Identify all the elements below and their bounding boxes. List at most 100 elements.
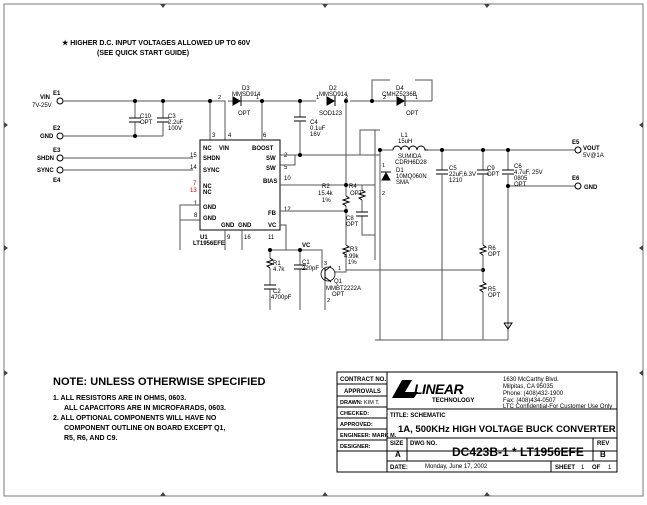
d2-pin-2: 2 [345,95,348,101]
gnd-out-label: GND [584,185,598,191]
capacitor-c3: C3 2.2uF 100V [157,114,184,132]
pin-num-16: 16 [244,235,251,241]
q1-pin-2: 2 [327,298,330,304]
pin-num-3: 3 [212,133,216,139]
diode-d3: D3 MMSD914 OPT 2 1 [218,86,261,117]
d4-value: CMHZ5236B [382,92,417,98]
pin-nc2: NC [203,184,212,190]
approvals-label: APPROVALS [344,389,381,395]
r6-ref: R6 [488,246,496,252]
sheet-number: 1 [581,465,585,471]
port-gnd-in: GND E2 [40,126,64,140]
pin-nc: NC [203,146,212,152]
r5-ref: R5 [488,287,496,293]
pin-num-13: 13 [190,188,197,194]
ic-ground-wiring [179,204,287,250]
resistor-r2: R2 15.4k 1% [318,184,351,207]
r4-ref: R4 [349,184,357,190]
c2-ref: C2 [273,289,281,295]
fax: Fax: (408)434-0507 [503,398,556,404]
contract-no-label: CONTRACT NO. [340,377,386,383]
capacitor-c4: C4 0.1uF 16V [294,116,326,138]
d4-pin-2: 2 [383,95,386,101]
pin-sw2: SW [266,166,276,172]
sheet-total: 1 [608,465,612,471]
c8-ref: C8 [346,216,354,222]
pin-shdn: SHDN [203,156,220,162]
r2-ref: R2 [322,184,330,190]
pin-nc3: NC [203,190,212,196]
l1-part-number: CDRH6D28 [395,160,427,166]
engineer-label: ENGINEER: MARK M. [340,433,397,439]
pin-boost: BOOST [252,146,274,152]
gnd-in-label: GND [40,134,54,140]
port-gnd-out: E6 GND [572,176,598,191]
zone-markers [4,4,643,496]
note-2-line-3: R5, R6, AND C9. [64,435,117,442]
ic-u1: NC VIN SHDN SYNC NC NC GND GND BOOST SW … [190,133,291,247]
r5-opt: OPT [488,293,501,299]
pin-sync: SYNC [203,168,220,174]
r1-value: 4.7k [273,267,285,273]
d1-package: SMA [396,180,409,186]
r3-value: 4.99k [344,254,360,260]
pin-num-14: 14 [190,165,197,171]
r2-tolerance: 1% [322,198,331,204]
sync-label: SYNC [37,168,54,174]
resistor-r3: R3 4.99k 1% [341,244,360,266]
linear-technology-logo: LINEAR TECHNOLOGY [392,380,474,404]
rev-value: B [600,450,606,459]
c1-ref: C1 [302,260,310,266]
pin-fb: FB [268,211,277,217]
r6-opt: OPT [488,252,501,258]
e6-label: E6 [572,176,580,182]
note-2-line-1: 2. ALL OPTIONAL COMPONENTS WILL HAVE NO [53,415,217,422]
u1-ref: U1 [200,235,208,241]
date-label: DATE: [390,465,408,471]
phone: Phone: (408)432-1900 [503,391,564,397]
port-shdn: SHDN E3 [37,148,64,162]
e5-label: E5 [572,140,580,146]
c10-value: OPT [140,120,153,126]
q1-value: MMBT2222A [326,286,361,292]
pin-num-15: 15 [190,153,197,159]
c8-opt: OPT [346,222,359,228]
c4-ref: C4 [310,120,318,126]
pin-gnd2: GND [203,216,217,222]
c6-value: 4.7uF, 25V [514,170,543,176]
q1-pin-1: 1 [338,266,341,272]
d2-package: SOD123 [319,111,343,117]
pin-gnd4: GND [238,223,252,229]
pin-vc: VC [268,223,277,229]
c6-ref: C6 [514,164,522,170]
c5-ref: C5 [449,166,457,172]
r2-value: 15.4k [318,191,334,197]
d1-value: 10MQ060N [396,174,427,180]
q1-ref: Q1 [334,279,343,285]
d3-value: MMSD914 [232,92,261,98]
pin-num-6: 6 [263,133,267,139]
vc-net-label: VC [302,243,311,249]
c9-ref: C9 [487,166,495,172]
notes-title: NOTE: UNLESS OTHERWISE SPECIFIED [53,376,266,388]
d3-ref: D3 [242,86,250,92]
resistor-r6: R6 OPT [478,244,501,258]
address-line-1: 1630 McCarthy Blvd. [503,377,559,383]
c10-ref: C10 [140,114,152,120]
d3-pin-2: 2 [218,95,221,101]
q1-pin-3: 3 [324,261,327,267]
drawn-label: DRAWN: [340,400,363,406]
l1-manufacturer: SUMIDA [398,154,421,160]
vout-label: VOUT [583,146,600,152]
port-vout: E5 VOUT 5V@1A [572,140,604,159]
diode-d1: D1 10MQ060N SMA 1 2 [381,163,427,197]
r3-tolerance: 1% [348,260,357,266]
diode-d2: D2 MMSD914 SOD123 1 2 [316,86,348,117]
c4-voltage: 16V [310,132,321,138]
dwg-no-value: DC423B-1 * LT1956EFE [452,445,584,459]
approved-label: APPROVED: [340,422,373,428]
note-1-line-2: ALL CAPACITORS ARE IN MICROFARADS, 0603. [64,405,226,412]
capacitor-c5: C5 22uF,6.3V 1210 [436,166,476,184]
l1-ref: L1 [401,133,408,139]
q1-opt: OPT [332,292,345,298]
